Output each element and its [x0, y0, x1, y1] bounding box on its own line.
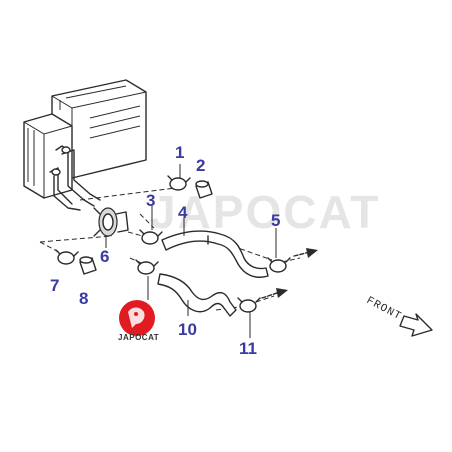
front-indicator: FRONT: [364, 295, 433, 337]
callout-10: 10: [178, 320, 197, 339]
part-3-clamp: [139, 229, 163, 245]
part-8-hose: [79, 256, 97, 275]
callout-2: 2: [196, 156, 205, 175]
japocat-logo: JAPOCAT: [118, 300, 159, 342]
flow-arrow-lower: [261, 288, 288, 299]
watermark-text: JAPOCAT: [150, 186, 380, 238]
callout-11: 11: [239, 339, 257, 358]
callout-5: 5: [271, 211, 280, 230]
part-5-clamp: [267, 257, 291, 273]
heater-unit: [23, 79, 147, 199]
front-label: FRONT: [364, 295, 403, 323]
callout-numbers: 1 2 3 4 5 6 7 8 10 11: [50, 143, 280, 358]
lower-clamp: [135, 259, 159, 275]
part-10-hose: [157, 273, 237, 317]
flow-arrow-upper: [293, 248, 318, 258]
part-1-clamp: [167, 175, 191, 191]
part-4-hose: [161, 230, 269, 278]
callout-3: 3: [146, 191, 155, 210]
callout-8: 8: [79, 289, 88, 308]
part-6-valve: [93, 207, 129, 237]
callout-leaders: [105, 164, 277, 338]
logo-text: JAPOCAT: [118, 333, 159, 342]
part-7-clamp: [55, 249, 79, 265]
callout-6: 6: [100, 247, 109, 266]
heater-core-pipes: [49, 145, 101, 211]
part-2-hose: [195, 180, 213, 199]
callout-7: 7: [50, 276, 59, 295]
callout-4: 4: [178, 203, 188, 222]
part-11-clamp: [237, 297, 261, 313]
callout-1: 1: [175, 143, 184, 162]
